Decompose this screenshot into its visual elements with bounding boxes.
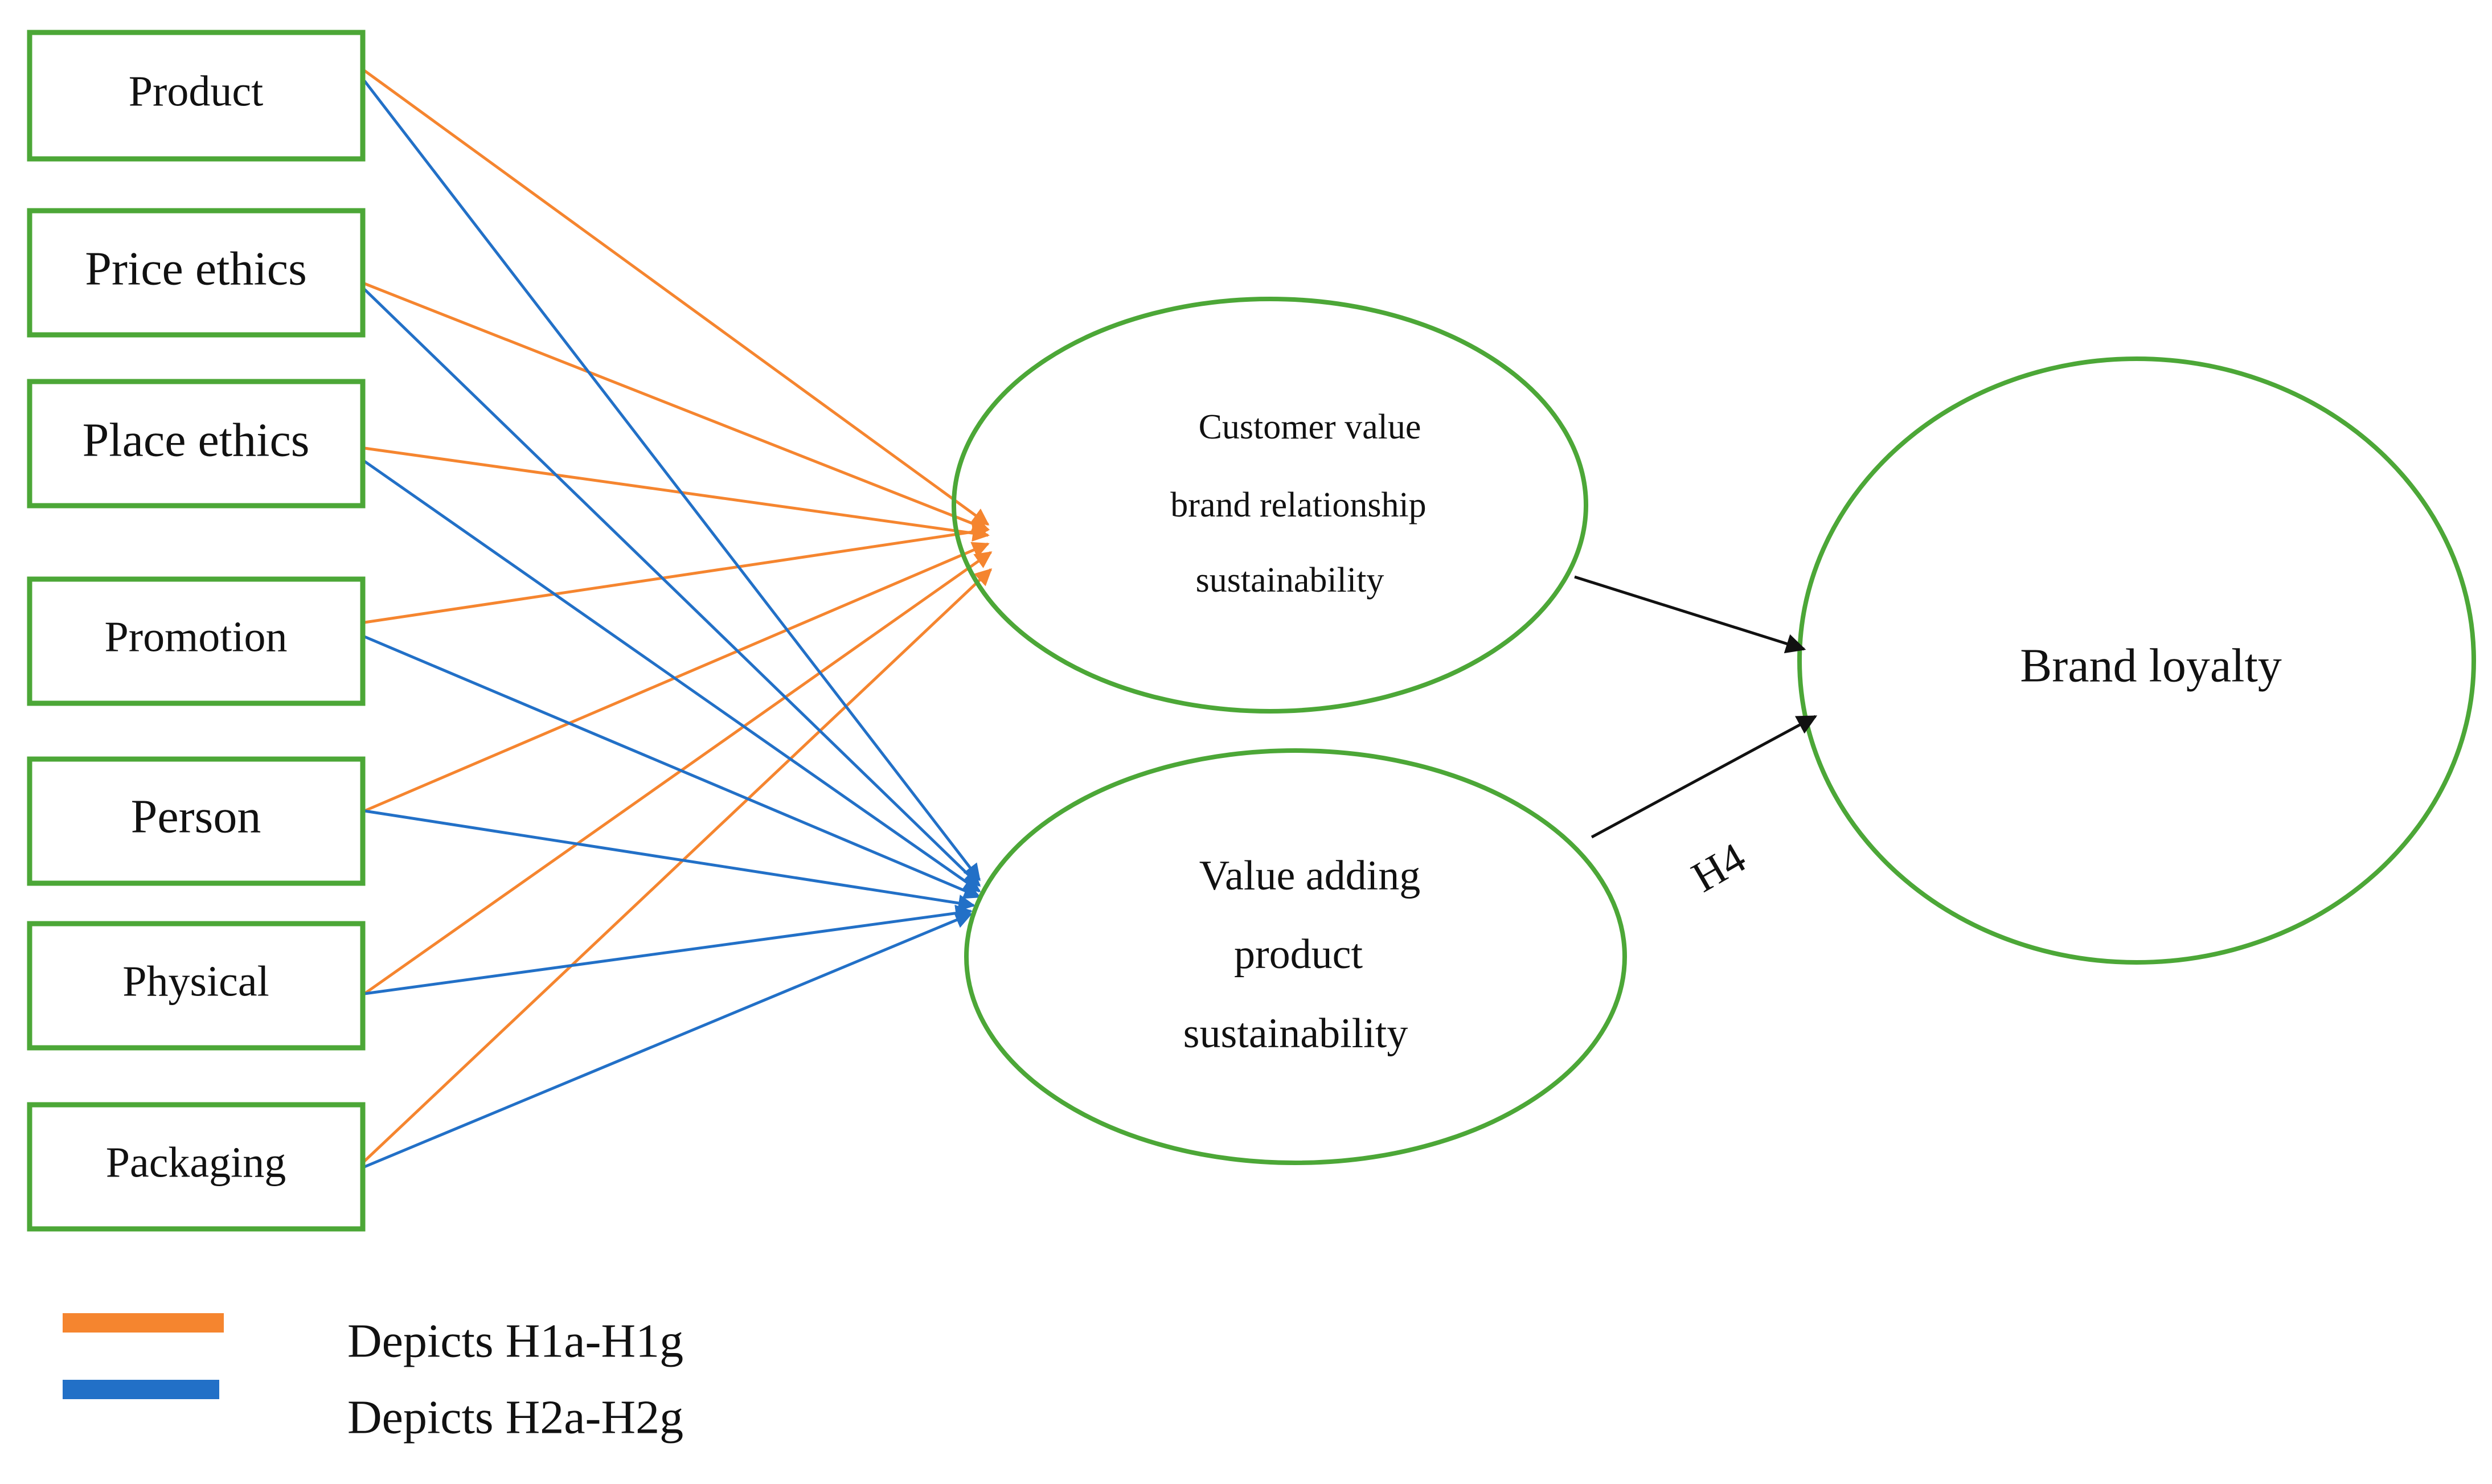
arrow-customer-value-to-brand-loyalty (1574, 575, 1806, 654)
value-adding-line-3: sustainability (1183, 1010, 1408, 1057)
customer-value-line-3: sustainability (1196, 561, 1384, 600)
customer-value-line-2: brand relationship (1170, 486, 1426, 524)
h2-arrow-physical (364, 904, 973, 995)
h1-arrows (363, 69, 993, 1162)
h1-arrow-promotion (364, 523, 990, 624)
box-packaging: Packaging (27, 1102, 366, 1232)
h2-arrow-person (364, 809, 976, 912)
box-packaging-label: Packaging (106, 1138, 286, 1186)
ellipse-customer-value: Customer value brand relationship sustai… (952, 297, 1588, 714)
legend-label-h1: Depicts H1a-H1g (347, 1314, 683, 1367)
h2-arrow-product (363, 80, 981, 882)
ellipse-brand-loyalty: Brand loyalty (1797, 356, 2476, 965)
h2-arrows (363, 80, 981, 1169)
box-physical: Physical (27, 921, 366, 1051)
h2-arrow-packaging (364, 912, 973, 1169)
h2-arrow-promotion (364, 635, 981, 899)
source-boxes: Product Price ethics Place ethics Promot… (27, 30, 366, 1232)
h2-arrow-price-ethics (363, 288, 981, 887)
box-physical-label: Physical (122, 957, 269, 1005)
legend-label-h2: Depicts H2a-H2g (347, 1391, 683, 1444)
outcome-arrows: H4 (1574, 575, 1818, 901)
value-adding-line-1: Value adding (1199, 852, 1420, 899)
h1-arrow-person (364, 542, 990, 813)
box-promotion: Promotion (27, 576, 366, 706)
h4-path-label: H4 (1684, 834, 1753, 901)
h1-arrow-place-ethics (364, 446, 990, 542)
customer-value-line-1: Customer value (1199, 408, 1421, 446)
box-person: Person (27, 756, 366, 886)
legend: Depicts H1a-H1g Depicts H2a-H2g (63, 1313, 683, 1444)
h1-arrow-physical (363, 551, 993, 995)
box-person-label: Person (131, 790, 261, 843)
box-promotion-label: Promotion (105, 613, 288, 661)
h1-arrow-product (363, 69, 990, 526)
brand-loyalty-label: Brand loyalty (2020, 639, 2282, 692)
value-adding-line-2: product (1234, 931, 1363, 978)
box-place-ethics-label: Place ethics (83, 413, 310, 466)
h2-arrow-place-ethics (363, 460, 981, 893)
box-price-ethics: Price ethics (27, 208, 366, 338)
ellipse-value-adding: Value adding product sustainability (964, 748, 1627, 1165)
box-place-ethics: Place ethics (27, 379, 366, 509)
arrow-value-adding-to-brand-loyalty (1591, 715, 1818, 839)
h1-arrow-packaging (363, 568, 993, 1162)
box-price-ethics-label: Price ethics (85, 242, 307, 295)
h1-arrow-price-ethics (364, 282, 990, 532)
box-product: Product (27, 30, 366, 162)
box-product-label: Product (129, 67, 263, 115)
